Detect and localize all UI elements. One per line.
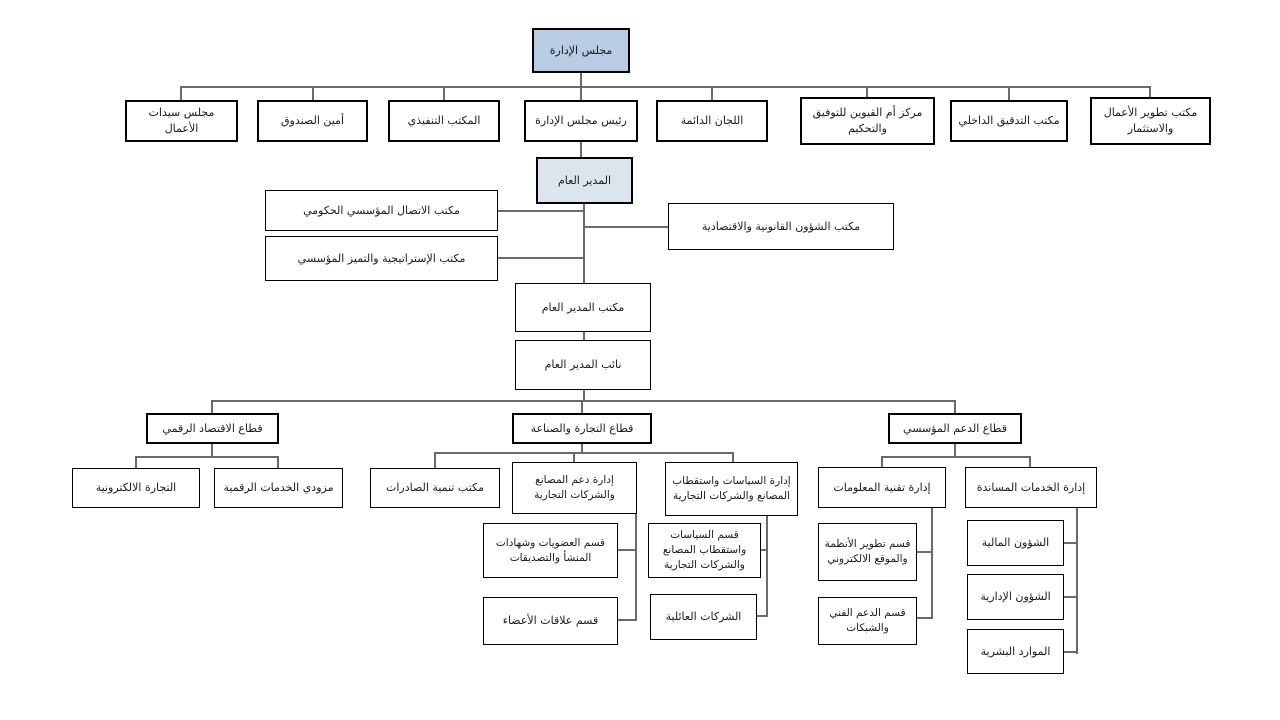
- connector-line: [1029, 456, 1031, 467]
- connector-line: [1076, 508, 1078, 654]
- connector-line: [954, 400, 956, 413]
- connector-line: [1064, 651, 1078, 653]
- node-general-manager: المدير العام: [536, 157, 633, 204]
- connector-line: [434, 452, 436, 468]
- connector-line: [212, 400, 956, 402]
- connector-line: [211, 400, 213, 413]
- node-executive-office: المكتب التنفيذي: [388, 100, 500, 142]
- node-ecommerce: التجارة الالكترونية: [72, 468, 200, 508]
- node-chairman: رئيس مجلس الإدارة: [524, 100, 638, 142]
- connector-line: [585, 226, 668, 228]
- connector-line: [573, 452, 575, 462]
- connector-line: [181, 86, 1151, 88]
- node-businesswomen-council: مجلس سيدات الأعمال: [125, 100, 238, 142]
- connector-line: [211, 444, 213, 456]
- connector-line: [583, 204, 585, 283]
- node-strategy-excellence-office: مكتب الإستراتيجية والتميز المؤسسي: [265, 236, 498, 281]
- connector-line: [435, 452, 734, 454]
- connector-line: [732, 452, 734, 462]
- node-memberships-certificates-section: قسم العضويات وشهادات المنشأ والتصديقات: [483, 523, 618, 578]
- node-member-relations-section: قسم علاقات الأعضاء: [483, 597, 618, 645]
- connector-line: [498, 257, 584, 259]
- node-corporate-support-sector: قطاع الدعم المؤسسي: [888, 413, 1022, 444]
- node-policies-attraction-dept: إدارة السياسات واستقطاب المصانع والشركات…: [665, 462, 798, 516]
- connector-line: [618, 549, 637, 551]
- node-digital-economy-sector: قطاع الاقتصاد الرقمي: [146, 413, 279, 444]
- connector-line: [954, 444, 956, 456]
- connector-line: [277, 456, 279, 468]
- connector-line: [583, 390, 585, 400]
- node-trade-industry-sector: قطاع التجارة والصناعة: [512, 413, 652, 444]
- connector-line: [583, 332, 585, 340]
- connector-line: [931, 508, 933, 619]
- node-human-resources: الموارد البشرية: [967, 629, 1064, 674]
- connector-line: [580, 86, 582, 101]
- connector-line: [635, 514, 637, 621]
- connector-line: [580, 73, 582, 87]
- node-business-development-investment-office: مكتب تطوير الأعمال والاستثمار: [1090, 97, 1211, 145]
- connector-line: [581, 400, 583, 413]
- node-legal-economic-affairs-office: مكتب الشؤون القانونية والاقتصادية: [668, 203, 894, 250]
- connector-line: [618, 619, 637, 621]
- node-deputy-general-manager: نائب المدير العام: [515, 340, 651, 390]
- node-information-technology-dept: إدارة تقنية المعلومات: [818, 467, 946, 508]
- node-financial-affairs: الشؤون المالية: [967, 520, 1064, 566]
- connector-line: [1064, 596, 1078, 598]
- node-standing-committees: اللجان الدائمة: [656, 100, 768, 142]
- connector-line: [881, 456, 883, 467]
- connector-line: [761, 549, 768, 551]
- connector-line: [1149, 86, 1151, 98]
- connector-line: [581, 444, 583, 452]
- connector-line: [180, 86, 182, 101]
- connector-line: [766, 516, 768, 617]
- node-technical-support-networks-section: قسم الدعم الفني والشبكات: [818, 597, 917, 645]
- node-systems-website-development-section: قسم تطوير الأنظمة والموقع الالكتروني: [818, 523, 917, 581]
- node-family-companies: الشركات العائلية: [650, 594, 757, 640]
- node-policies-attraction-section: قسم السياسات واستقطاب المصانع والشركات ا…: [648, 523, 761, 578]
- connector-line: [580, 142, 582, 157]
- connector-line: [1008, 86, 1010, 101]
- connector-line: [443, 86, 445, 101]
- node-corporate-government-communication-office: مكتب الاتصال المؤسسي الحكومي: [265, 190, 498, 231]
- node-administrative-affairs: الشؤون الإدارية: [967, 574, 1064, 620]
- connector-line: [866, 86, 868, 98]
- connector-line: [711, 86, 713, 101]
- node-internal-audit-office: مكتب التدقيق الداخلي: [950, 100, 1068, 142]
- connector-line: [917, 617, 933, 619]
- connector-line: [757, 615, 768, 617]
- node-digital-service-providers: مزودي الخدمات الرقمية: [214, 468, 343, 508]
- connector-line: [136, 456, 279, 458]
- connector-line: [135, 456, 137, 468]
- connector-line: [312, 86, 314, 101]
- node-support-services-dept: إدارة الخدمات المساندة: [965, 467, 1097, 508]
- node-arbitration-center: مركز أم القيوين للتوفيق والتحكيم: [800, 97, 935, 145]
- node-gm-office: مكتب المدير العام: [515, 283, 651, 332]
- connector-line: [917, 551, 933, 553]
- node-board-of-directors: مجلس الإدارة: [532, 28, 630, 73]
- connector-line: [498, 210, 584, 212]
- connector-line: [882, 456, 1031, 458]
- node-treasurer: أمين الصندوق: [257, 100, 368, 142]
- connector-line: [1064, 542, 1078, 544]
- node-export-development-office: مكتب تنمية الصادرات: [370, 468, 500, 508]
- node-factories-companies-support-dept: إدارة دعم المصانع والشركات التجارية: [512, 462, 637, 514]
